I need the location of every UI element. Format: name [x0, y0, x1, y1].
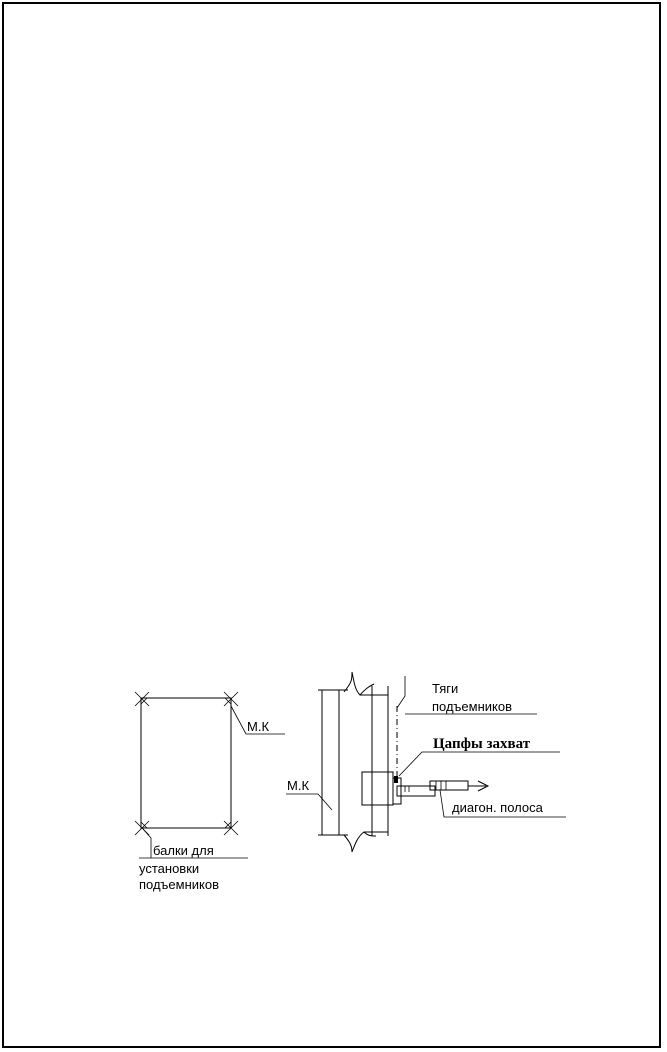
column-right: [371, 686, 389, 836]
leader-trunnion-label: [398, 751, 560, 777]
column-left: [318, 689, 348, 836]
beam-label-line-1: балки для: [153, 843, 214, 858]
beam-label-line-2: установки: [139, 861, 199, 876]
leader-strip-label: [439, 789, 566, 818]
trunnion-pin: [394, 776, 398, 783]
rods-label-line-1: Тяги: [432, 681, 458, 696]
trunnion-grip: [361, 771, 469, 806]
beam-label-line-3: подъемников: [139, 877, 219, 892]
leader-beam-label: [139, 828, 248, 859]
corner-mark-top-left: [134, 691, 150, 707]
strip-label: диагон. полоса: [452, 800, 544, 815]
break-line-top: [343, 671, 375, 696]
leader-frame-label-left: [230, 705, 285, 735]
corner-mark-top-right: [223, 691, 239, 707]
corner-marks: [134, 691, 239, 836]
rods-label-line-2: подъемников: [432, 699, 512, 714]
frame-label-left: М.К: [247, 719, 269, 734]
trunnion-label: Цапфы захват: [433, 736, 531, 752]
frame-plan-view: М.К балки для установки подъемников: [134, 691, 285, 892]
corner-mark-bottom-right: [223, 820, 239, 836]
strip-arrow: [468, 780, 490, 792]
break-line-bottom: [343, 831, 377, 853]
leader-rods-label: [396, 676, 537, 715]
frame-label-right: М.К: [287, 778, 309, 793]
frame-plan-rectangle: [140, 697, 232, 829]
frame-elevation-view: Тяги подъемников Цапфы захват диагон. по…: [286, 671, 566, 853]
leader-frame-label-right: [286, 793, 333, 811]
